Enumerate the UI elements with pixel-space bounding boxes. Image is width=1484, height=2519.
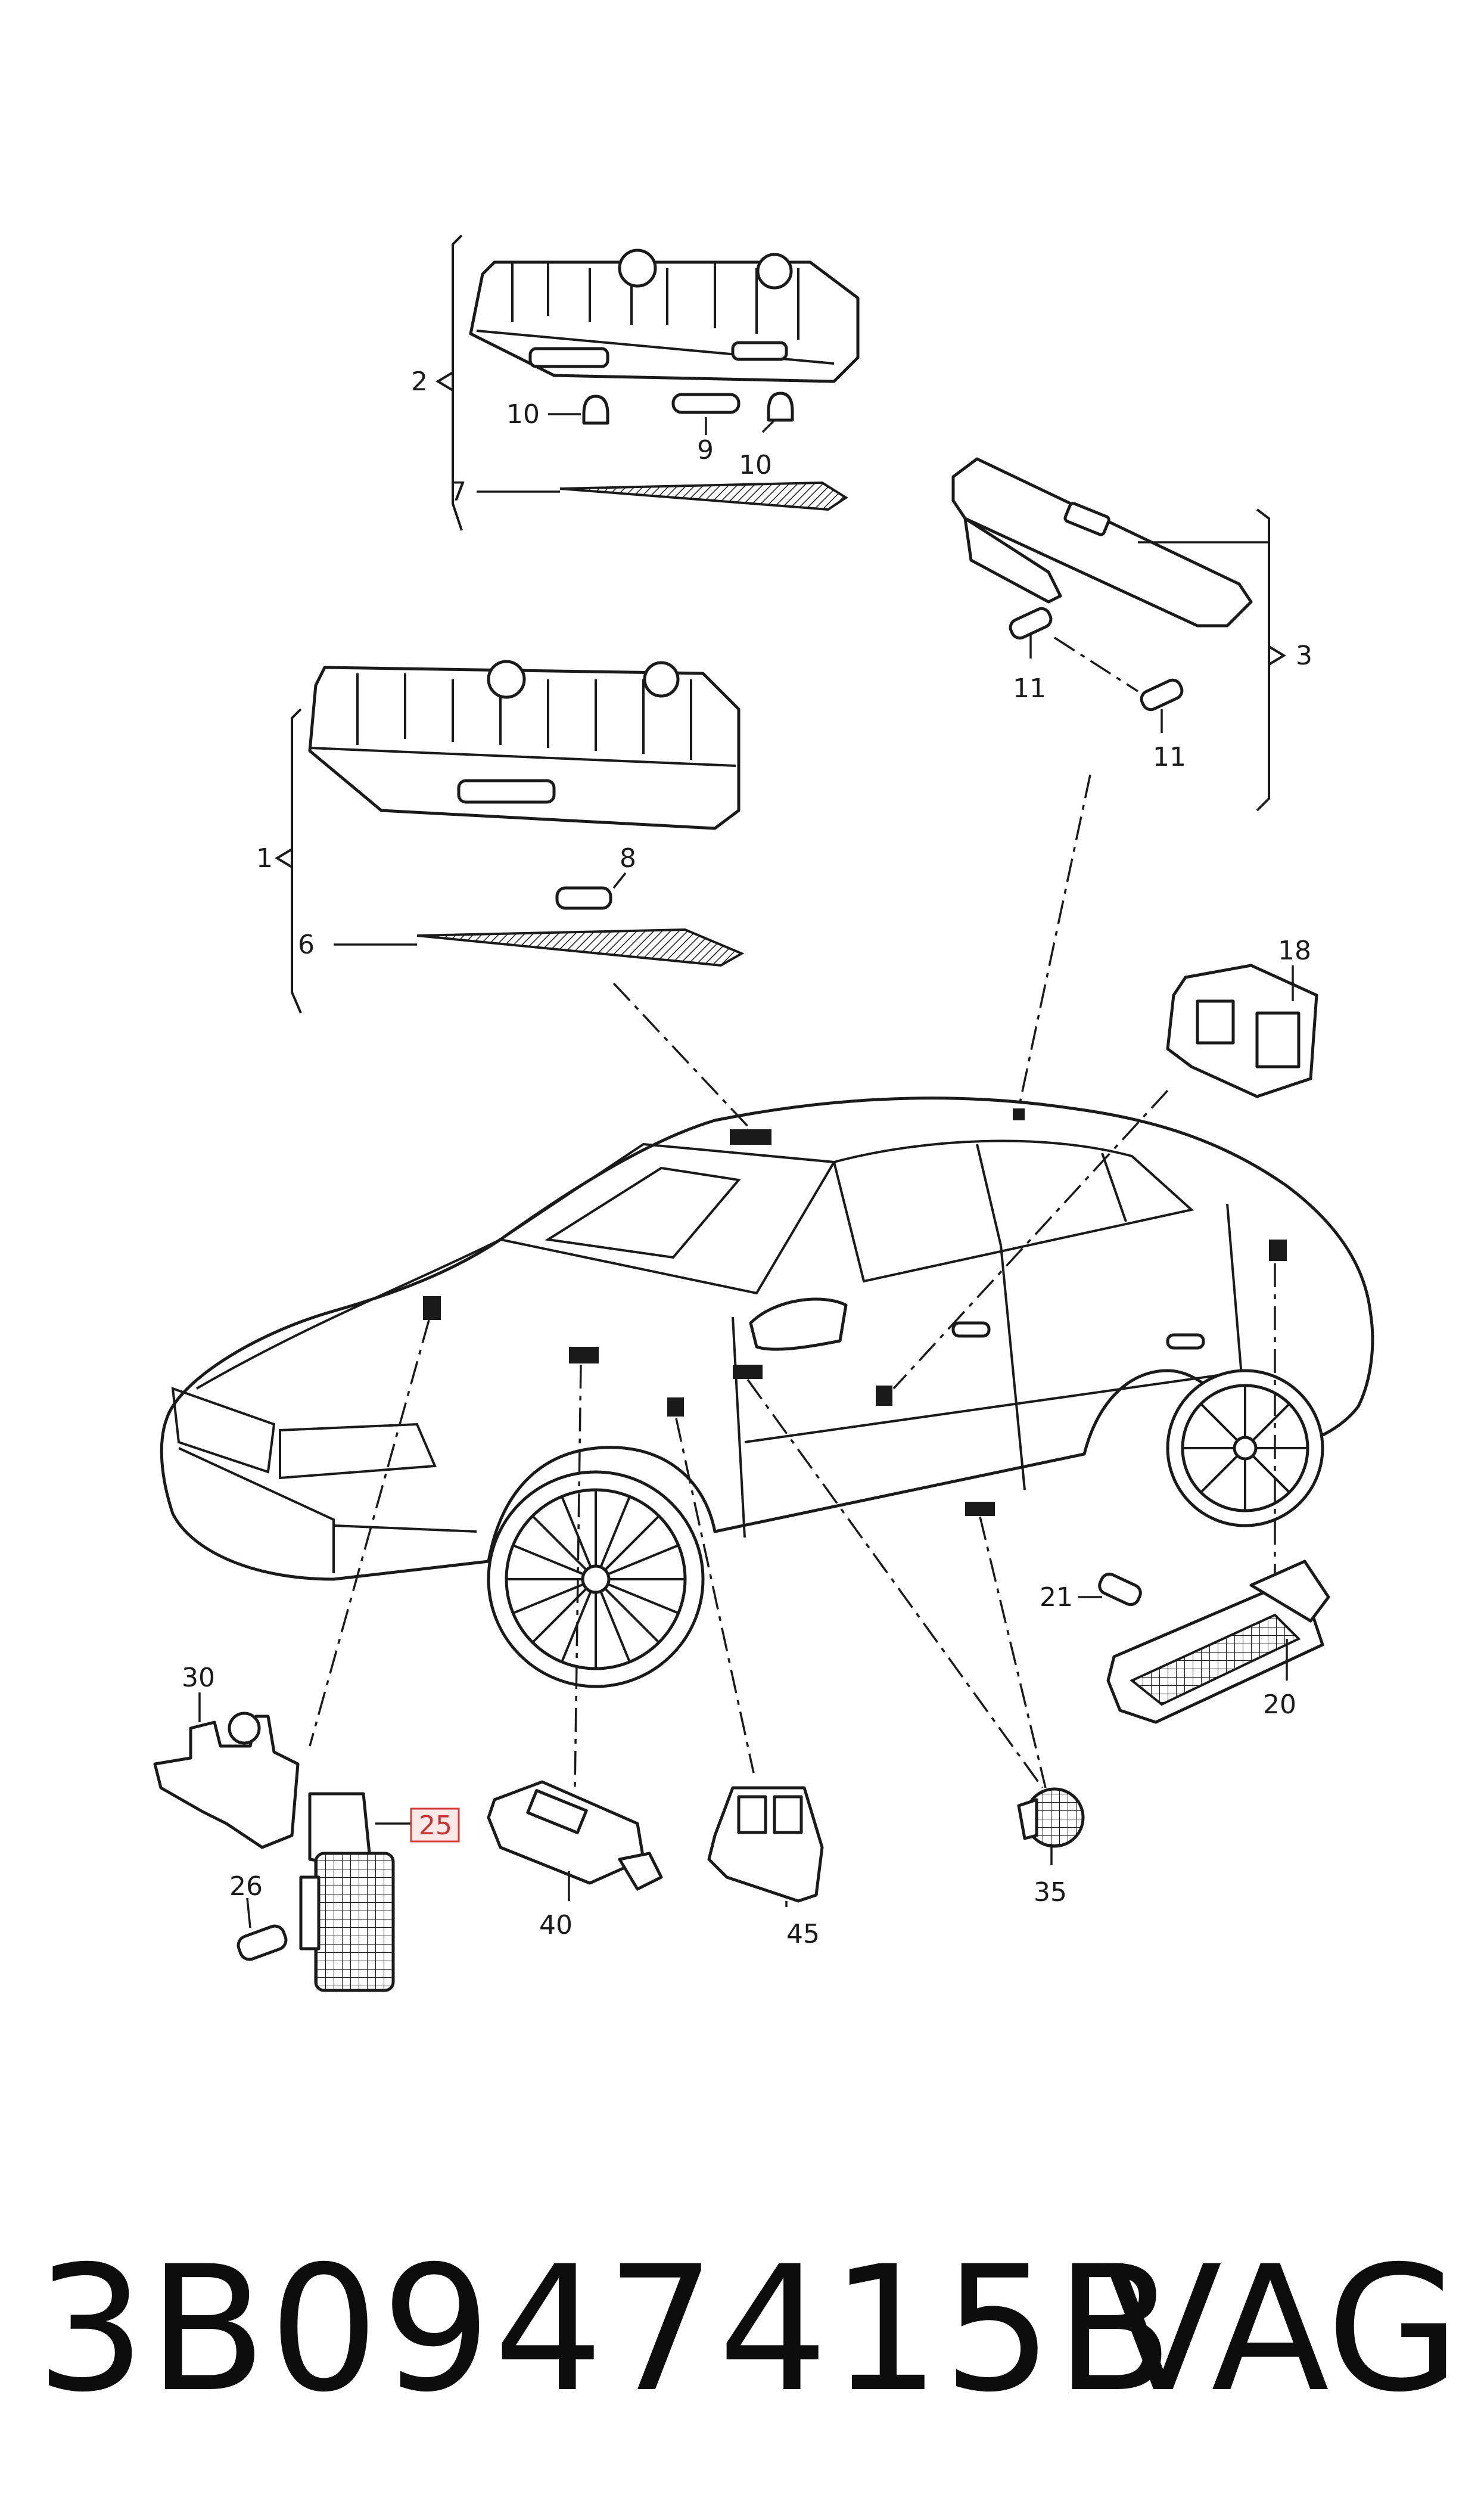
callout-9: 9 — [697, 435, 714, 465]
switch-30: 30 — [153, 1663, 300, 1849]
rear-roof-light-assembly: 3 11 11 — [951, 457, 1312, 812]
connector-18: 18 — [1166, 936, 1318, 1098]
callout-26: 26 — [229, 1871, 263, 1902]
callout-35: 35 — [1034, 1877, 1067, 1908]
door-light-20: 21 20 — [1040, 1560, 1330, 1724]
callout-10-left: 10 — [506, 399, 540, 430]
callout-30: 30 — [182, 1663, 215, 1693]
callout-7: 7 — [450, 477, 466, 507]
footwell-light-25[interactable]: 25 26 — [229, 1792, 460, 1992]
part-number: 3B0947415B — [36, 2229, 1176, 2430]
front-interior-light-assembly: 1 8 6 — [256, 660, 745, 1014]
grommet-35: 35 — [1017, 1787, 1085, 1908]
switch-45: 45 — [707, 1786, 824, 1949]
callout-21: 21 — [1040, 1582, 1073, 1613]
callout-40: 40 — [539, 1910, 573, 1940]
highlight-box-25[interactable] — [410, 1807, 460, 1843]
footer: 3B0947415B VAG — [0, 2241, 1484, 2419]
control-module-40: 40 — [487, 1780, 663, 1940]
callout-2: 2 — [411, 366, 428, 397]
car-illustration — [160, 1097, 1374, 1688]
rear-reading-light-assembly: 2 10 9 10 7 — [411, 234, 860, 531]
callout-8: 8 — [620, 843, 636, 874]
callout-20: 20 — [1263, 1689, 1296, 1720]
callout-11-right: 11 — [1153, 742, 1186, 772]
callout-1: 1 — [256, 843, 273, 874]
callout-18: 18 — [1278, 936, 1311, 966]
reference-lines — [309, 774, 1276, 1789]
callout-6: 6 — [298, 930, 315, 960]
callout-25[interactable]: 25 — [419, 1810, 452, 1841]
callout-3: 3 — [1296, 641, 1312, 671]
callout-45: 45 — [786, 1919, 820, 1949]
callout-11-left: 11 — [1013, 673, 1046, 704]
callout-10-right: 10 — [739, 450, 772, 480]
brand-label: VAG — [1104, 2229, 1460, 2430]
